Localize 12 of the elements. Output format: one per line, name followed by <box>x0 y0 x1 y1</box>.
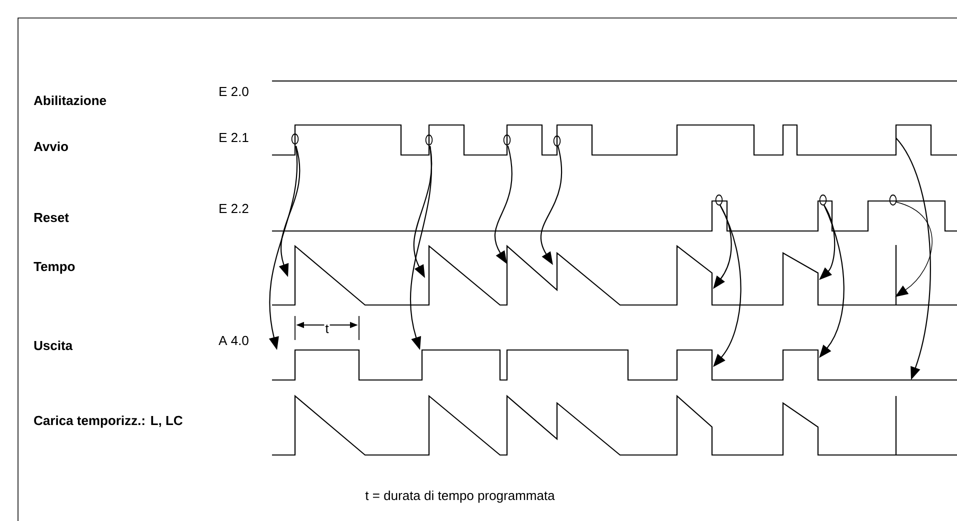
signal-label: Uscita <box>34 340 73 350</box>
signal-label: Abilitazione <box>34 96 106 106</box>
signal-label: Reset <box>34 213 69 222</box>
signal-label: Tempo <box>34 262 75 274</box>
signal-label: Carica temporizz.: L, LC <box>34 416 182 428</box>
address-label: E 2.1 <box>220 132 248 142</box>
caption: t = durata di tempo programmata <box>365 490 555 503</box>
dimension-label: t <box>324 324 330 334</box>
address-label: A 4.0 <box>218 336 248 346</box>
address-label: E 2.2 <box>220 204 248 213</box>
address-label: E 2.0 <box>220 86 248 96</box>
signal-label: Avvio <box>34 142 68 152</box>
